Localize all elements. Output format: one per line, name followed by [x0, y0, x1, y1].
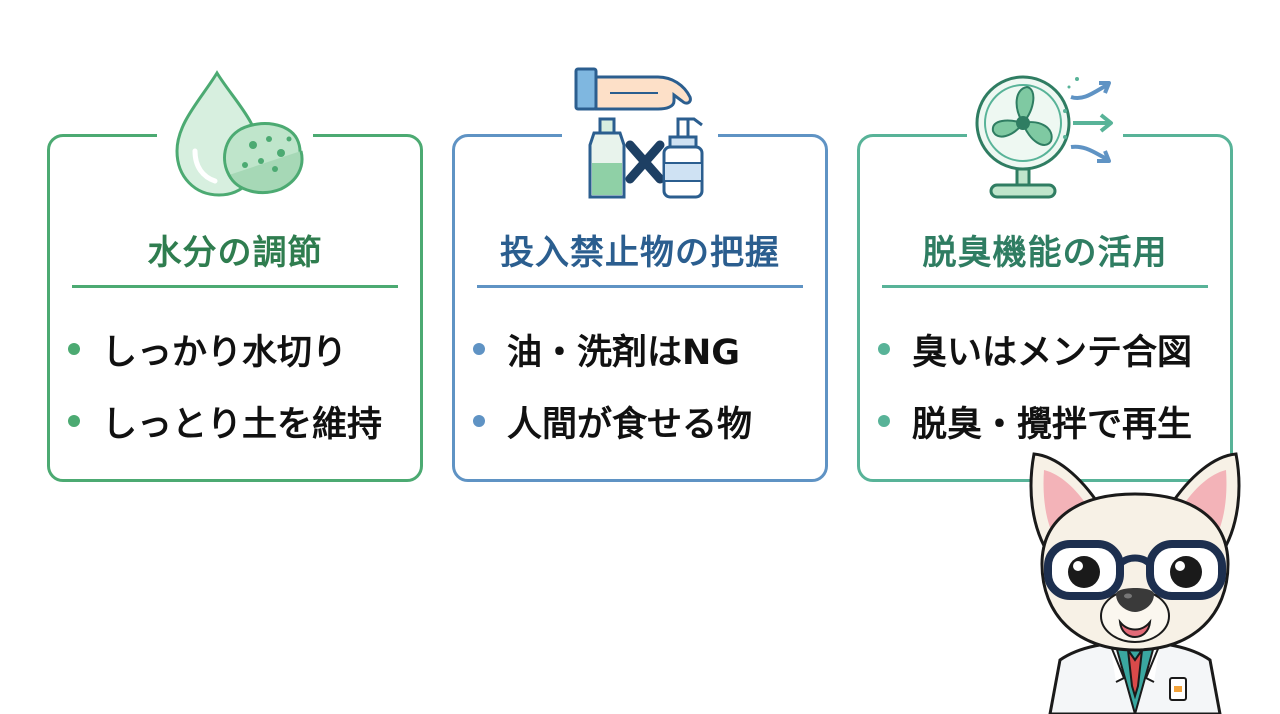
- bullet-dot: [473, 343, 485, 355]
- french-bulldog-doctor-icon: [1029, 452, 1241, 714]
- bullet-dot: [68, 415, 80, 427]
- water-drop-sponge-icon: [157, 67, 313, 203]
- bullet-dot: [473, 415, 485, 427]
- card-title-moisture: 水分の調節: [147, 233, 323, 273]
- bullet-dot: [878, 415, 890, 427]
- bullet-text: しっかり水切り: [102, 332, 348, 373]
- card-divider: [72, 285, 398, 288]
- bullet-dot: [68, 343, 80, 355]
- bullet-text: 人間が食せる物: [507, 404, 753, 445]
- bullet-text: 臭いはメンテ合図: [912, 332, 1193, 373]
- fan-airflow-icon: [967, 67, 1123, 203]
- bullet-text: しっとり土を維持: [102, 404, 383, 445]
- list-item: 臭いはメンテ合図: [878, 313, 1220, 385]
- card-title-deodorize: 脱臭機能の活用: [922, 233, 1168, 273]
- bullet-list: 臭いはメンテ合図 脱臭・攪拌で再生: [878, 313, 1220, 457]
- card-title-prohibited: 投入禁止物の把握: [500, 233, 780, 273]
- list-item: 油・洗剤はNG: [473, 313, 815, 385]
- card-deodorize: 脱臭機能の活用 臭いはメンテ合図 脱臭・攪拌で再生: [857, 67, 1233, 482]
- card-moisture: 水分の調節 しっかり水切り しっとり土を維持: [47, 67, 423, 482]
- bullet-dot: [878, 343, 890, 355]
- card-divider: [477, 285, 803, 288]
- bullet-list: しっかり水切り しっとり土を維持: [68, 313, 410, 457]
- card-prohibited: 投入禁止物の把握 油・洗剤はNG 人間が食せる物: [452, 67, 828, 482]
- list-item: 人間が食せる物: [473, 385, 815, 457]
- list-item: しっかり水切り: [68, 313, 410, 385]
- bullet-text: 油・洗剤はNG: [507, 332, 741, 373]
- card-divider: [882, 285, 1208, 288]
- list-item: しっとり土を維持: [68, 385, 410, 457]
- hand-bottles-prohibited-icon: [562, 67, 718, 203]
- bullet-text: 脱臭・攪拌で再生: [912, 404, 1193, 445]
- bullet-list: 油・洗剤はNG 人間が食せる物: [473, 313, 815, 457]
- list-item: 脱臭・攪拌で再生: [878, 385, 1220, 457]
